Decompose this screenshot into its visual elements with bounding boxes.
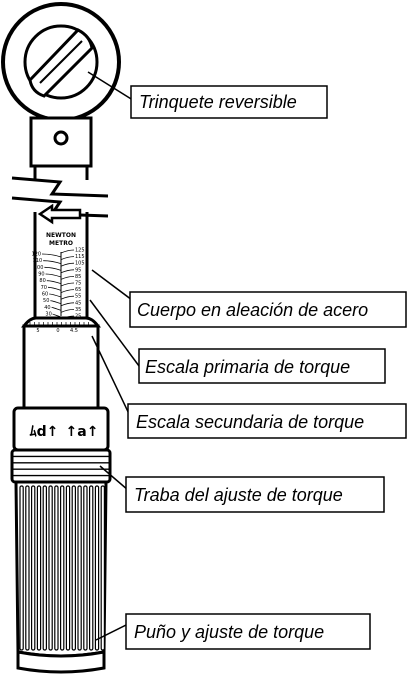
scale-tick: [41, 253, 62, 258]
secondary-scale-label: 5: [36, 328, 39, 334]
grip-ridge: [77, 485, 82, 651]
scale-label-right: 35: [75, 307, 81, 313]
scale-label-right: 45: [75, 300, 81, 306]
scale-unit-line2: METRO: [49, 240, 73, 247]
scale-label-right: 65: [75, 287, 81, 293]
scale-label-right: 95: [75, 267, 81, 273]
grip-ridge: [48, 485, 53, 651]
grip-ridge: [19, 485, 24, 651]
scale-sleeve: [20, 316, 102, 410]
callout-label-body: Cuerpo en aleación de acero: [137, 300, 368, 320]
torque-lock-ring: [10, 448, 112, 484]
scale-tick: [51, 306, 62, 311]
callout-label-grip: Puño y ajuste de torque: [134, 622, 324, 642]
callout-box: [130, 85, 328, 119]
wrench-body-upper: [33, 166, 89, 180]
ratchet-head: [1, 2, 121, 122]
grip-ridge: [36, 485, 42, 651]
scale-tick: [60, 256, 75, 260]
handle-grip: [14, 480, 108, 658]
callout-box: [129, 291, 407, 328]
scale-label-right: 55: [75, 294, 81, 300]
scale-label-right: 85: [75, 274, 81, 280]
handle-end-cap: [16, 650, 106, 674]
callout-leader: [95, 623, 129, 641]
grip-ridge: [83, 485, 88, 651]
callouts: Trinquete reversible Cuerpo en aleación …: [87, 71, 407, 650]
scale-label-left: 70: [41, 285, 47, 291]
scale-label-left: 40: [44, 305, 50, 311]
lock-label-left: ﾑd↑: [30, 424, 59, 440]
scale-tick: [44, 266, 62, 271]
callout-box: [127, 403, 407, 439]
secondary-scale-label: 0: [56, 328, 59, 334]
scale-tick: [60, 249, 75, 254]
scale-tick: [49, 293, 62, 298]
grip-ridge: [71, 485, 76, 651]
direction-arrow-icon: [37, 203, 82, 225]
scale-label-right: 105: [75, 261, 85, 267]
scale-tick: [60, 276, 75, 280]
scale-tick: [60, 262, 75, 267]
wrench-neck: [29, 113, 93, 168]
scale-tick: [47, 286, 62, 291]
scale-label-left: 80: [39, 278, 45, 284]
grip-ridge: [94, 485, 100, 651]
scale-label-left: 120: [31, 252, 41, 258]
scale-label-left: 60: [42, 292, 48, 298]
scale-tick: [43, 260, 62, 265]
scale-tick: [46, 280, 62, 285]
grip-ridge: [42, 485, 48, 651]
grip-ridge: [54, 485, 59, 651]
pivot-pin-icon: [53, 130, 69, 146]
callout-leader: [91, 335, 132, 419]
lock-label-right: ↑a↑: [66, 424, 99, 440]
scale-label-right: 125: [75, 248, 85, 254]
grip-ridge: [25, 485, 30, 651]
wrench-body: [33, 212, 89, 318]
callout-label-lock: Traba del ajuste de torque: [134, 485, 343, 505]
callout-label-secondary-scale: Escala secundaria de torque: [136, 412, 364, 432]
scale-tick: [45, 273, 62, 278]
grip-ridge: [100, 485, 105, 651]
callout-box: [125, 476, 385, 513]
grip-ridge: [31, 485, 36, 651]
grip-ridge: [88, 485, 94, 651]
callout-label-ratchet: Trinquete reversible: [139, 92, 297, 112]
scale-tick: [60, 282, 75, 287]
callout-label-primary-scale: Escala primaria de torque: [145, 357, 350, 377]
scale-tick: [60, 269, 75, 274]
scale-label-right: 115: [75, 254, 85, 260]
scale-tick: [60, 309, 75, 313]
grip-ridge: [59, 485, 65, 651]
scale-tick: [50, 300, 62, 305]
grip-ridge: [65, 485, 71, 651]
scale-tick: [60, 289, 75, 293]
scale-label-right: 75: [75, 281, 81, 287]
callout-leader: [89, 299, 143, 371]
scale-label-left: 30: [45, 312, 51, 318]
scale-label-left: 50: [43, 298, 49, 304]
callout-leader: [91, 269, 133, 301]
callout-leader: [99, 465, 129, 491]
scale-unit-line1: NEWTON: [46, 232, 76, 239]
secondary-scale-label: 4.5: [70, 328, 78, 334]
scale-tick: [60, 295, 75, 300]
scale-label-left: 90: [38, 272, 44, 278]
scale-tick: [60, 302, 75, 307]
scale-label-left: 100: [34, 265, 44, 271]
scale-label-left: 110: [33, 258, 43, 264]
callout-box: [138, 348, 386, 384]
callout-leader: [87, 71, 137, 103]
callout-box: [125, 613, 371, 650]
